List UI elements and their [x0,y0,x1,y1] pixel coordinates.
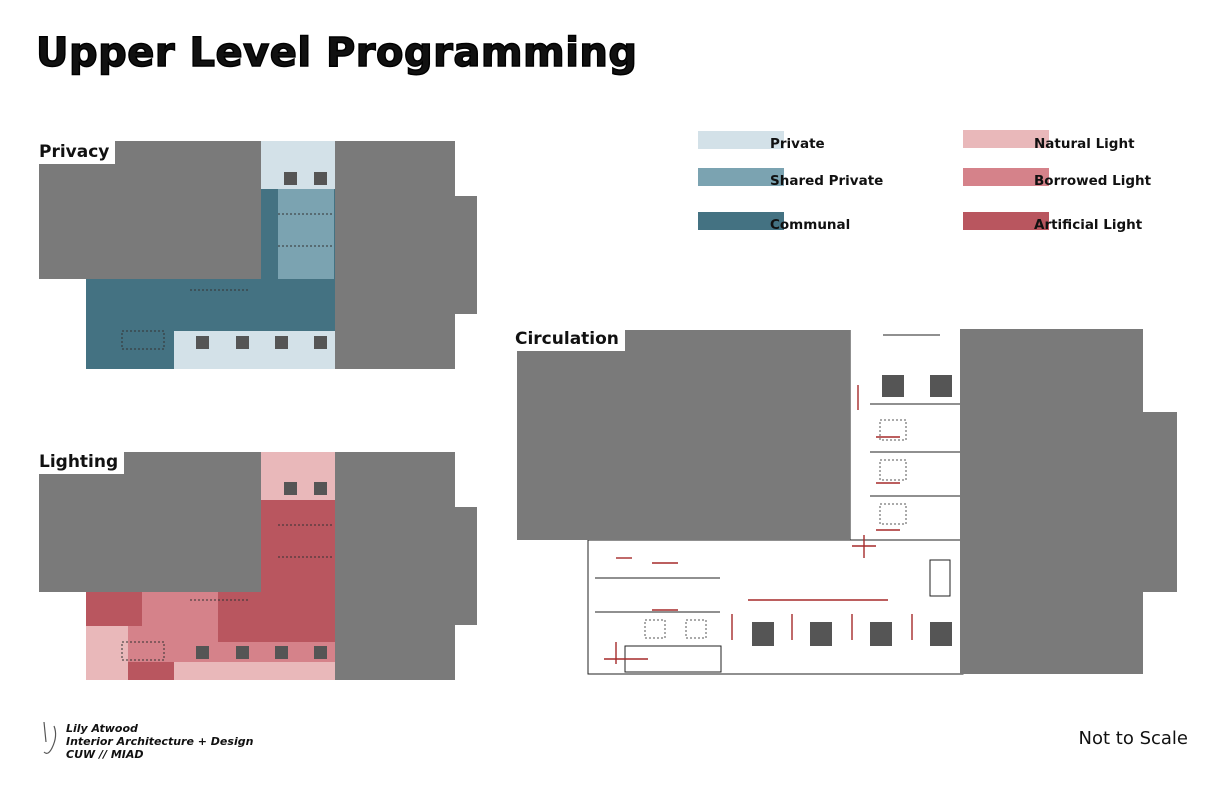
shared-private-legend-label: Shared Private [770,173,884,189]
scale-note: Not to Scale [1078,728,1188,749]
lighting-section-label: Lighting [35,450,125,474]
circulation-section-label: Circulation [511,327,625,351]
communal-swatch [698,212,784,230]
shared-private-swatch [698,168,784,186]
private-swatch [698,131,784,149]
borrowed-light-swatch [963,168,1049,186]
borrowed-light-legend-label: Borrowed Light [1034,173,1152,189]
page-title: Upper Level Programming [35,29,638,77]
artificial-light-legend-label: Artificial Light [1034,217,1143,233]
natural-light-legend-label: Natural Light [1034,136,1135,152]
artificial-light-swatch [963,212,1049,230]
author-program: Interior Architecture + Design [66,735,254,748]
author-name: Lily Atwood [66,722,138,735]
communal-legend-label: Communal [770,217,851,233]
privacy-section-label: Privacy [35,140,116,164]
private-legend-label: Private [770,136,825,152]
natural-light-swatch [963,130,1049,148]
author-school: CUW // MIAD [66,748,144,761]
author-block: Lily Atwood Interior Architecture + Desi… [66,722,253,761]
